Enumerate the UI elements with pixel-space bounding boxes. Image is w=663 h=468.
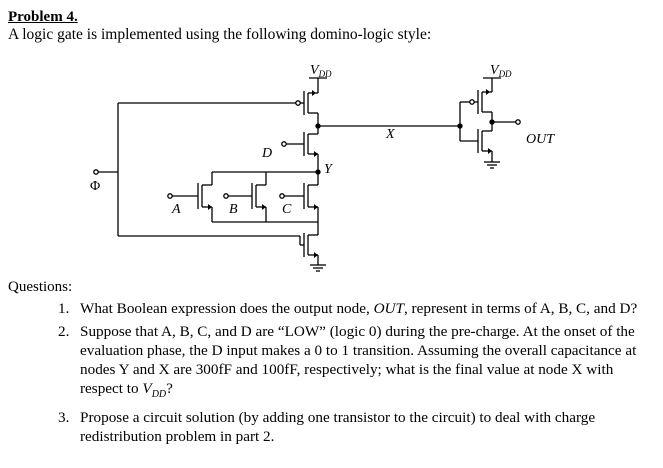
- input-b-label: B: [229, 202, 238, 217]
- inverter-input-wire: [457, 101, 478, 142]
- node-x-label: X: [385, 127, 395, 142]
- vdd-inverter-label: V: [490, 63, 500, 78]
- vdd-inline-sub: DD: [151, 389, 167, 401]
- input-d-label: D: [261, 146, 272, 161]
- question-1: 1. What Boolean expression does the outp…: [58, 299, 658, 318]
- output-wire: [489, 119, 521, 125]
- vdd-main-label: V: [310, 63, 320, 78]
- vdd-main-sub: DD: [318, 69, 332, 79]
- question-text: ?: [166, 380, 173, 397]
- question-text: , represent in terms of A, B, C, and D?: [403, 300, 638, 317]
- question-number: 2.: [58, 323, 70, 340]
- inverter-nmos: [477, 129, 493, 162]
- input-a-label: A: [171, 202, 181, 217]
- questions-label: Questions:: [8, 279, 73, 295]
- nmos-d: [281, 126, 319, 172]
- clock-wire: [93, 102, 300, 237]
- clock-label: Φ: [90, 179, 100, 194]
- vdd-inline: V: [142, 380, 152, 397]
- nmos-b: [223, 172, 267, 222]
- problem-intro: A logic gate is implemented using the fo…: [8, 26, 432, 43]
- ground-inverter: [484, 161, 500, 169]
- footer-nmos: [299, 230, 319, 265]
- question-number: 1.: [58, 300, 70, 317]
- node-y: [212, 169, 321, 182]
- problem-title: Problem 4.: [8, 9, 78, 25]
- question-number: 3.: [58, 409, 70, 427]
- vdd-main-supply: VDD: [309, 63, 332, 87]
- question-3: 3. Propose a circuit solution (by adding…: [58, 408, 658, 446]
- vdd-inverter-supply: VDD: [483, 63, 512, 87]
- svg-text:VDD: VDD: [490, 63, 512, 79]
- questions-list: 1. What Boolean expression does the outp…: [58, 299, 658, 450]
- input-c-label: C: [282, 202, 292, 217]
- question-text: Propose a circuit solution (by adding on…: [80, 409, 596, 446]
- node-y-label: Y: [324, 162, 334, 177]
- precharge-pmos: [295, 87, 319, 126]
- question-text: What Boolean expression does the output …: [80, 300, 374, 317]
- ground-main: [310, 264, 326, 272]
- domino-logic-circuit: VDD Φ X D: [90, 63, 555, 272]
- question-2: 2. Suppose that A, B, C, and D are “LOW”…: [58, 322, 658, 404]
- output-label: OUT: [526, 132, 555, 147]
- question-text-italic: OUT: [373, 300, 404, 317]
- nmos-c: [279, 182, 319, 230]
- svg-text:VDD: VDD: [310, 63, 332, 79]
- question-text: Suppose that A, B, C, and D are “LOW” (l…: [80, 323, 637, 397]
- nmos-a: [167, 172, 213, 222]
- vdd-inverter-sub: DD: [498, 69, 512, 79]
- inverter-pmos: [469, 87, 493, 131]
